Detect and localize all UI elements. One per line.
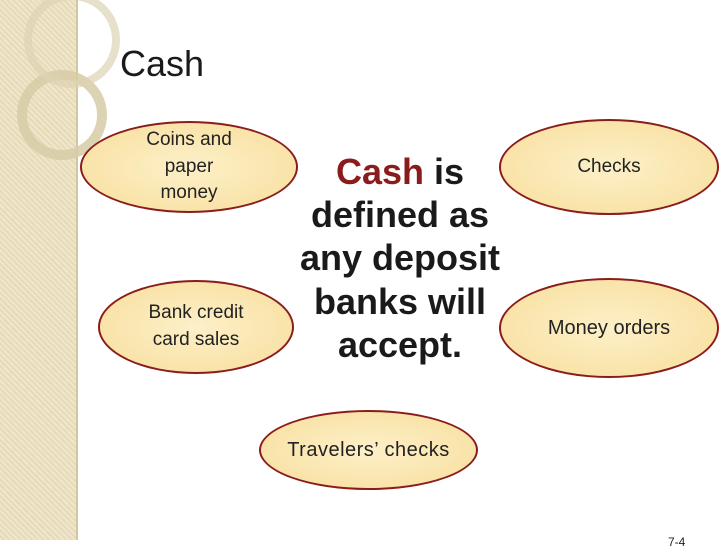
ellipse-bank-credit-card-sales: Bank credit card sales <box>98 280 294 374</box>
ellipse-coins-and-paper-money: Coins and paper money <box>80 121 298 213</box>
slide-title: Cash <box>120 43 205 84</box>
cash-definition-highlight: Cash <box>335 151 424 192</box>
decorative-sidebar <box>0 0 78 540</box>
ellipse-money-orders: Money orders <box>499 278 719 378</box>
cash-definition-rest: is defined as any deposit banks will acc… <box>299 151 501 365</box>
page-number: 7-4 <box>668 535 686 549</box>
decorative-swirl <box>17 0 120 160</box>
ellipse-travelers-checks: Travelers’ checks <box>259 410 478 490</box>
ellipse-checks: Checks <box>499 119 719 215</box>
cash-definition: Cash is defined as any deposit banks wil… <box>280 150 520 366</box>
